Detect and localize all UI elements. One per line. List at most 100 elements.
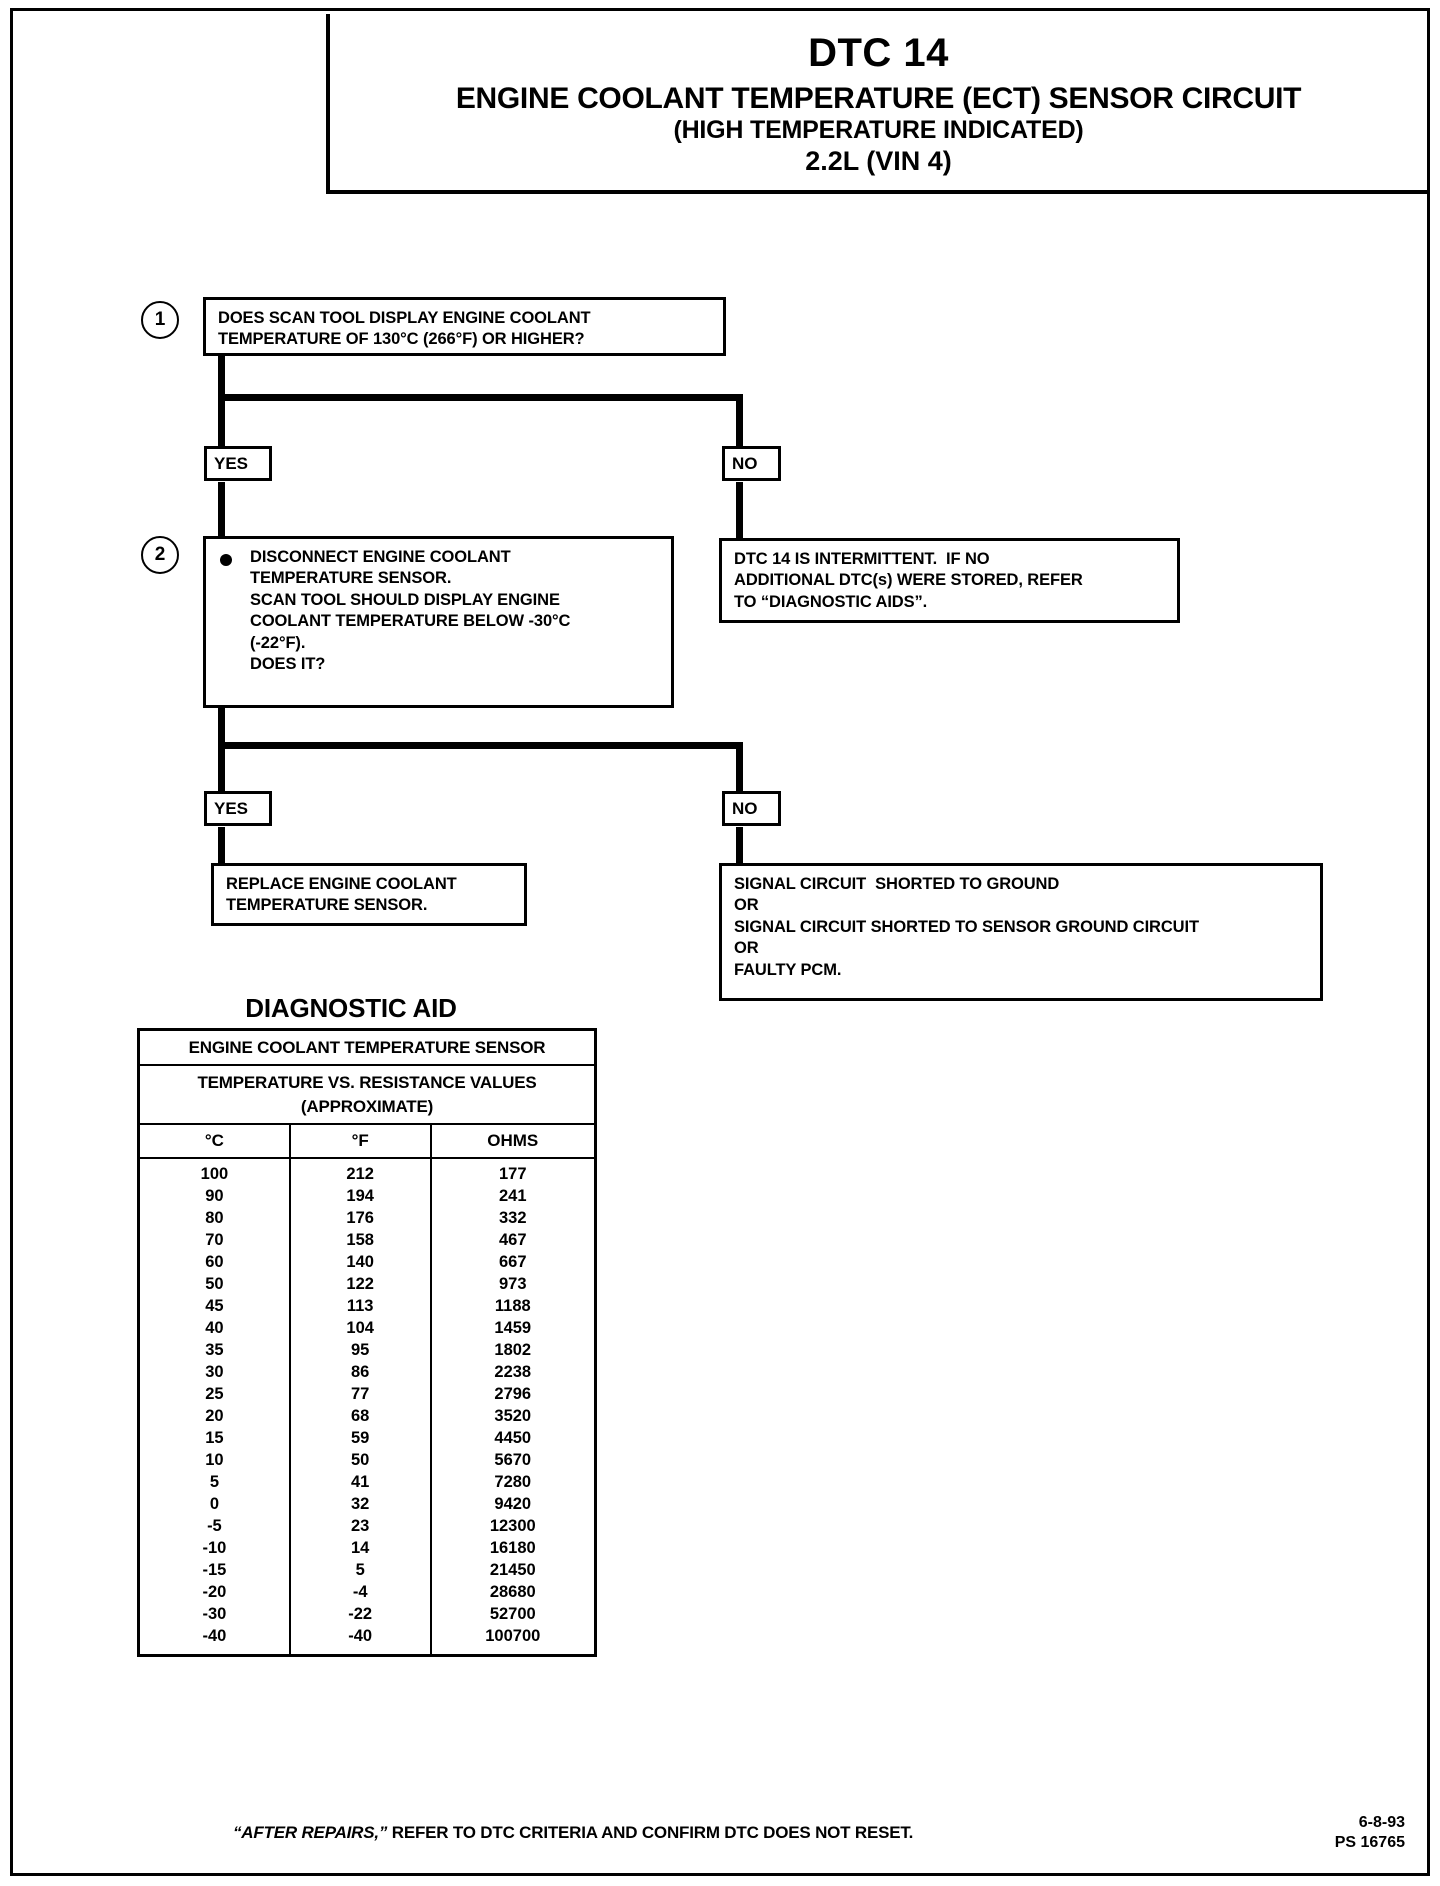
table-cell: 332 (429, 1207, 594, 1230)
table-cell: 20 (205, 1407, 224, 1425)
table-header-approximate: (APPROXIMATE) (140, 1095, 594, 1125)
table-cell: 9420 (429, 1493, 594, 1516)
connector-step1-down (218, 356, 225, 401)
step-2-line-2: TEMPERATURE SENSOR. (250, 569, 452, 588)
table-cell: 4450 (429, 1427, 594, 1450)
step-2-action-box: DISCONNECT ENGINE COOLANT TEMPERATURE SE… (203, 536, 674, 708)
step-number-1: 1 (141, 301, 179, 339)
table-cell: 68 (288, 1405, 431, 1428)
table-cell: 7280 (429, 1471, 594, 1494)
table-cell: 5670 (429, 1449, 594, 1472)
table-cell: 113 (288, 1295, 431, 1318)
after-repairs-rest: REFER TO DTC CRITERIA AND CONFIRM DTC DO… (387, 1823, 914, 1842)
replace-line-1: REPLACE ENGINE COOLANT (226, 875, 457, 893)
connector-step2-down (218, 708, 225, 750)
table-cell: -22 (288, 1603, 431, 1626)
circuit-title: ENGINE COOLANT TEMPERATURE (ECT) SENSOR … (455, 82, 1302, 115)
table-header-sensor: ENGINE COOLANT TEMPERATURE SENSOR (140, 1031, 594, 1066)
table-cell: -20 (202, 1583, 227, 1601)
table-cell: 212 (288, 1158, 431, 1186)
table-cell: 95 (288, 1339, 431, 1362)
table-cell: 2796 (429, 1383, 594, 1406)
table-cell: 30 (205, 1363, 224, 1381)
table-cell: 1459 (429, 1317, 594, 1340)
connector-step1-no-down (736, 394, 743, 447)
table-cell: -30 (202, 1605, 227, 1623)
connector-step2-horizontal (218, 742, 743, 749)
table-cell: 60 (205, 1253, 224, 1271)
step-1-line-2: TEMPERATURE OF 130°C (266°F) OR HIGHER? (218, 330, 585, 349)
table-cell: -40 (202, 1627, 227, 1645)
table-cell: 86 (288, 1361, 431, 1384)
table-cell: 59 (288, 1427, 431, 1450)
connector-step2-no-down (736, 742, 743, 792)
table-cell: 52700 (429, 1603, 594, 1626)
connector-yes2-to-replace (218, 827, 225, 866)
step-number-2: 2 (141, 536, 179, 574)
table-cell: 140 (288, 1251, 431, 1274)
branch-tag-no-1: NO (722, 446, 781, 481)
table-cell: 0 (209, 1495, 219, 1513)
table-cell: 5 (209, 1473, 219, 1491)
table-cell: 1188 (429, 1295, 594, 1318)
connector-no2-to-faults (736, 827, 743, 866)
circuit-faults-box: SIGNAL CIRCUIT SHORTED TO GROUND OR SIGN… (719, 863, 1323, 1001)
table-cell: 177 (429, 1158, 594, 1186)
connector-yes1-to-step2 (218, 482, 225, 541)
step-1-question-box: DOES SCAN TOOL DISPLAY ENGINE COOLANT TE… (203, 297, 726, 356)
table-column-headers: °C °F OHMS (140, 1125, 594, 1159)
table-cell: 12300 (429, 1515, 594, 1538)
page-border: DTC 14 ENGINE COOLANT TEMPERATURE (ECT) … (10, 8, 1430, 1876)
table-cell: 104 (288, 1317, 431, 1340)
table-cell: 23 (288, 1515, 431, 1538)
table-cell: 50 (205, 1275, 224, 1293)
table-cell: 70 (205, 1231, 224, 1249)
intermittent-line-2: ADDITIONAL DTC(s) WERE STORED, REFER (734, 571, 1083, 590)
table-cell: 122 (288, 1273, 431, 1296)
table-cell: 5 (288, 1559, 431, 1582)
table-cell: 90 (205, 1187, 224, 1205)
table-cell: 3520 (429, 1405, 594, 1428)
connector-no1-to-intermittent (736, 482, 743, 539)
table-cell: 241 (429, 1185, 594, 1208)
branch-tag-yes-1: YES (204, 446, 272, 481)
fault-line-5: FAULTY PCM. (734, 960, 842, 979)
step-2-line-4: COOLANT TEMPERATURE BELOW -30°C (250, 612, 571, 631)
dtc-code: DTC 14 (808, 31, 949, 75)
step-2-line-3: SCAN TOOL SHOULD DISPLAY ENGINE (250, 590, 560, 609)
table-cell: 40 (205, 1319, 224, 1337)
condition-subtitle: (HIGH TEMPERATURE INDICATED) (673, 115, 1084, 144)
table-cell: 194 (288, 1185, 431, 1208)
after-repairs-note: “AFTER REPAIRS,” REFER TO DTC CRITERIA A… (233, 1823, 913, 1843)
diagnostic-aid-table: ENGINE COOLANT TEMPERATURE SENSOR TEMPER… (137, 1028, 597, 1657)
table-cell: 25 (205, 1385, 224, 1403)
replace-sensor-box: REPLACE ENGINE COOLANT TEMPERATURE SENSO… (211, 863, 527, 926)
table-cell: 2238 (429, 1361, 594, 1384)
intermittent-result-box: DTC 14 IS INTERMITTENT. IF NO ADDITIONAL… (719, 538, 1180, 623)
replace-line-2: TEMPERATURE SENSOR. (226, 896, 428, 915)
table-cell: 158 (288, 1229, 431, 1252)
bullet-icon (220, 554, 232, 566)
fault-line-3: SIGNAL CIRCUIT SHORTED TO SENSOR GROUND … (734, 917, 1199, 936)
table-cell: 14 (288, 1537, 431, 1560)
after-repairs-lead: “AFTER REPAIRS,” (233, 1823, 388, 1842)
table-cell: 21450 (429, 1559, 594, 1582)
intermittent-line-3: TO “DIAGNOSTIC AIDS”. (734, 592, 928, 611)
